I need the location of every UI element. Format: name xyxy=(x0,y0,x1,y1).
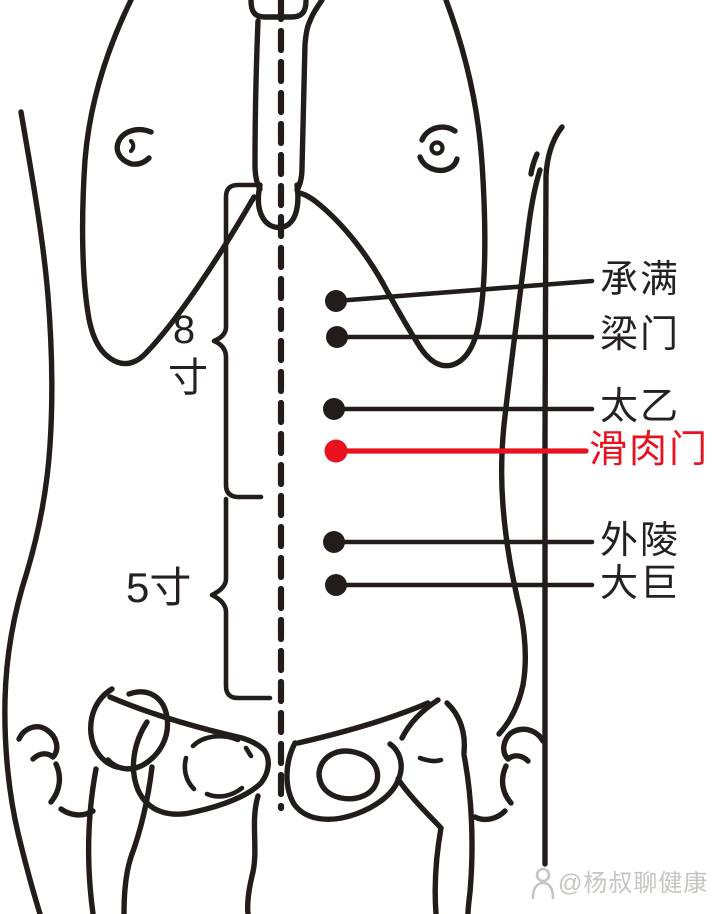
left-nipple-mark xyxy=(128,138,136,154)
left-hand-thumb xyxy=(16,724,60,762)
right-iliac-crest xyxy=(295,700,431,746)
measure-brackets xyxy=(209,182,273,701)
right-nipple-bottom xyxy=(417,154,460,174)
point-dot-chengman xyxy=(325,290,347,312)
right-nipple-center xyxy=(429,140,445,156)
sternum-right-edge xyxy=(294,0,325,193)
right-nipple-top xyxy=(419,124,458,143)
right-femur-notch xyxy=(417,755,444,764)
bracket-5cun xyxy=(209,496,273,701)
right-obturator-oval xyxy=(316,748,381,802)
right-hip-link xyxy=(395,776,444,831)
right-hand-finger-a xyxy=(499,763,514,806)
left-inner-thigh-line xyxy=(244,793,261,914)
left-acetabulum-tick xyxy=(243,745,254,759)
point-dot-taiyi xyxy=(323,398,345,420)
point-dot-wailing xyxy=(323,531,345,553)
leader-line-chengman xyxy=(333,278,595,304)
right-hand-thumb xyxy=(501,726,546,764)
right-arm-crease xyxy=(528,151,540,177)
person-logo-head xyxy=(535,867,551,883)
point-label-chengman: 承满 xyxy=(600,259,681,302)
pelvis-group xyxy=(16,686,546,914)
neck-notch xyxy=(248,0,309,20)
left-hand-finger-b xyxy=(58,806,96,818)
left-chest-costal-margin xyxy=(79,0,257,367)
right-hand-finger-b xyxy=(472,808,508,823)
right-side-inner xyxy=(496,167,543,737)
right-femur-head-b xyxy=(444,700,468,756)
left-nipple xyxy=(114,126,154,167)
right-thigh-outer xyxy=(461,752,475,914)
right-arm-outer xyxy=(542,124,565,867)
left-thigh-inner xyxy=(121,764,155,914)
left-thigh-outer xyxy=(86,766,99,914)
measure-label-5cun: 5寸 xyxy=(126,564,192,611)
point-label-huaroumen: 滑肉门 xyxy=(589,429,710,472)
sternum-left-edge xyxy=(252,18,263,192)
bracket-8cun xyxy=(211,182,264,500)
point-label-daju: 大巨 xyxy=(600,563,681,606)
point-label-taiyi: 太乙 xyxy=(600,386,681,429)
measure-label-8cun: 8寸 xyxy=(162,308,206,400)
xiphoid xyxy=(255,182,301,231)
right-inner-thigh-line xyxy=(432,825,444,914)
person-logo-body xyxy=(531,881,555,900)
person-logo-icon xyxy=(531,867,555,900)
left-acetabulum-arc-c xyxy=(204,785,245,799)
left-femur-ball xyxy=(105,689,171,772)
right-pelvis-bowl xyxy=(284,740,404,822)
left-arm-side xyxy=(2,109,55,914)
left-acetabulum-arc-b xyxy=(182,755,197,792)
right-chest-costal-margin xyxy=(295,0,488,369)
left-acetabulum-arc-a xyxy=(190,733,241,749)
left-iliac-crest xyxy=(107,694,267,753)
point-dot-liangmen xyxy=(326,326,348,348)
torso-outline xyxy=(2,0,565,914)
point-dots xyxy=(323,290,348,596)
left-hand-finger-a xyxy=(48,761,63,805)
point-label-liangmen: 梁门 xyxy=(600,314,681,357)
point-label-wailing: 外陵 xyxy=(600,520,681,563)
watermark-text: @杨叔聊健康 xyxy=(558,870,709,897)
point-dot-daju xyxy=(325,574,347,596)
watermark: @杨叔聊健康 xyxy=(532,863,708,898)
right-femur-head-a xyxy=(399,697,441,741)
point-dot-huaroumen xyxy=(324,439,348,463)
leader-lines xyxy=(331,278,595,588)
